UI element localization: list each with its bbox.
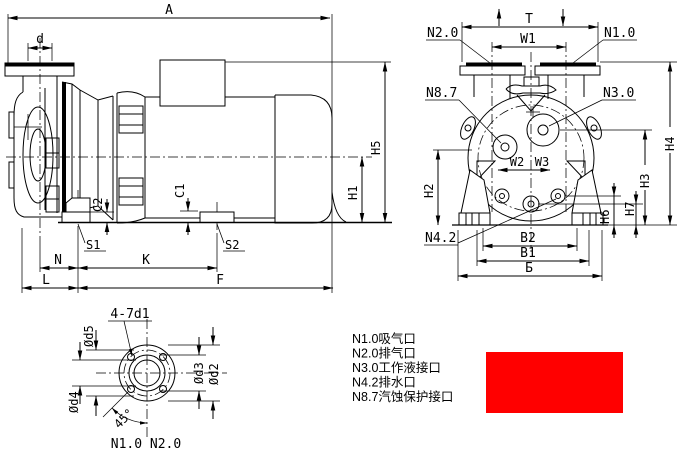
pump-casing — [8, 82, 66, 218]
dim-label-h6: H6 — [598, 210, 612, 224]
legend-item: N2.0排气口 — [352, 346, 416, 361]
dim-label-t: T — [525, 12, 533, 27]
legend-item: N3.0工作液接口 — [352, 360, 441, 375]
legend-item: N4.2排水口 — [352, 376, 416, 390]
dim-label-h1: H1 — [346, 186, 360, 200]
label-s1: S1 — [86, 238, 100, 252]
rear-foot — [199, 211, 235, 223]
angle-label-45: 45° — [111, 406, 136, 431]
dim-label-n: N — [54, 253, 62, 268]
label-bolt-holes: 4-7d1 — [110, 307, 149, 322]
bearing-bracket — [61, 81, 114, 221]
front-foot — [65, 197, 91, 213]
bolt-hole — [159, 385, 167, 393]
dim-label-h3: H3 — [638, 174, 652, 188]
end-foot-left — [460, 169, 491, 214]
dim-label-c2: C2 — [91, 198, 105, 212]
port-label-n1: N1.0 — [604, 26, 635, 41]
drain-port — [550, 188, 566, 204]
red-swatch — [486, 352, 623, 413]
legend-item: N8.7汽蚀保护接口 — [352, 389, 453, 404]
dim-label-h5: H5 — [369, 141, 383, 155]
port-label-n2: N2.0 — [427, 26, 458, 41]
bolt-circle — [123, 349, 171, 397]
dim-label-w1: W1 — [520, 32, 536, 47]
side-view: A d — [4, 3, 392, 293]
port-n3 — [526, 113, 560, 147]
dim-label-w2: W2 — [510, 155, 524, 169]
casing-gasket — [62, 82, 66, 213]
legend-item: N1.0吸气口 — [352, 331, 416, 346]
dim-label-k: K — [142, 253, 150, 268]
motor — [112, 59, 347, 224]
dim-label-d5: Ød5 — [82, 325, 96, 347]
motor-end-cap — [274, 94, 333, 224]
flange-view-caption: N1.0 N2.0 — [111, 437, 181, 452]
bolt-hole — [127, 353, 135, 361]
bolt-hole — [159, 353, 167, 361]
port-label-n42: N4.2 — [425, 231, 456, 246]
dim-label-c1: C1 — [173, 184, 187, 198]
discharge-flange — [459, 65, 526, 76]
end-view: T W1 — [422, 8, 677, 281]
drain-port — [494, 188, 510, 204]
dim-label-h7: H7 — [623, 202, 637, 216]
label-s2: S2 — [225, 238, 239, 252]
dim-label-l: L — [42, 273, 50, 288]
flange-face-view: 4-7d1 Ød5 Ød4 Ød3 Ød2 45° N1.0 N2.0 — [67, 307, 227, 452]
dim-label-d3: Ød3 — [192, 362, 206, 384]
dim-label-b1: B1 — [520, 246, 536, 261]
port-label-n87: N8.7 — [426, 86, 457, 101]
suction-flange-end — [534, 65, 601, 76]
bolt-hole — [127, 385, 135, 393]
flange-outer-circle — [118, 344, 176, 402]
dim-label-f: F — [216, 273, 224, 288]
port-n87 — [492, 134, 518, 160]
port-label-n3: N3.0 — [603, 86, 634, 101]
port-legend: N1.0吸气口 N2.0排气口 N3.0工作液接口 N4.2排水口 N8.7汽蚀… — [352, 331, 623, 413]
dim-label-b: Б — [525, 261, 533, 276]
end-foot-right — [571, 169, 602, 214]
dim-label-d2: Ød2 — [207, 363, 221, 385]
dim-label-h2: H2 — [422, 184, 436, 198]
terminal-box — [159, 59, 226, 107]
dim-label-w3: W3 — [535, 155, 549, 169]
dim-label-a: A — [165, 3, 173, 18]
dim-label-b2: B2 — [520, 231, 536, 246]
dim-label-d4: Ød4 — [67, 391, 81, 413]
dim-label-h4: H4 — [663, 137, 677, 151]
